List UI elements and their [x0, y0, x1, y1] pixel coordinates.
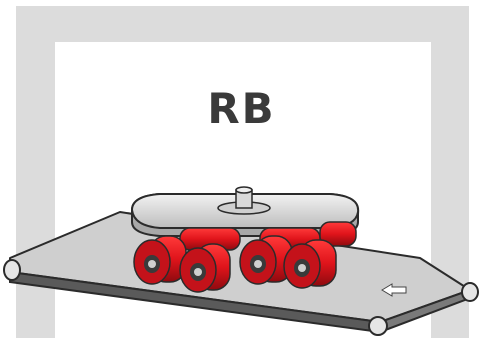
roller [133, 235, 187, 285]
rear-roller [319, 221, 357, 247]
belt-end-roller-far [461, 282, 479, 302]
top-plate [130, 186, 360, 237]
front-rollers [133, 235, 337, 293]
roller [179, 243, 231, 293]
arrow-icon [381, 283, 407, 297]
roller [239, 235, 293, 285]
title-text: RB [207, 84, 276, 133]
belt-end-roller-left [3, 259, 21, 281]
roller [283, 239, 337, 289]
belt-end-roller-right [368, 316, 388, 336]
spindle-cap [235, 186, 253, 194]
